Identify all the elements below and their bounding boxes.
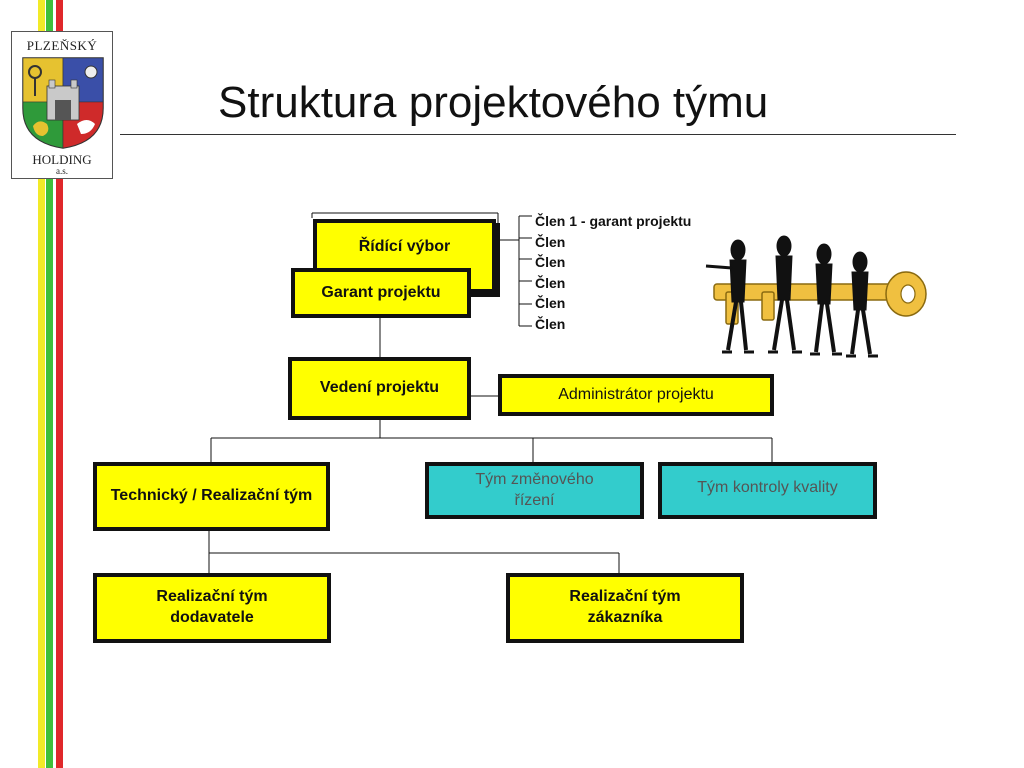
- quality-control-team-label: Tým kontroly kvality: [697, 479, 838, 496]
- change-management-team-box: Tým změnového řízení: [425, 462, 644, 519]
- technical-team-label: Technický / Realizační tým: [110, 487, 313, 505]
- stripe-green: [46, 0, 53, 768]
- member-item: Člen: [535, 295, 566, 311]
- slide-title: Struktura projektového týmu: [218, 78, 769, 127]
- member-item: Člen: [535, 315, 566, 332]
- supplier-team-label: Realizační tým dodavatele: [156, 588, 268, 626]
- stripe-red: [56, 0, 63, 768]
- logo-bottom-text: HOLDING: [32, 152, 92, 167]
- title-divider: [120, 134, 956, 135]
- logo-sub-text: a.s.: [56, 166, 68, 176]
- customer-team-box: Realizační tým zákazníka: [506, 573, 744, 643]
- member-item: Člen: [535, 254, 566, 270]
- project-administrator-label: Administrátor projektu: [558, 385, 714, 403]
- stripe-yellow: [38, 0, 45, 768]
- project-administrator-box: Administrátor projektu: [498, 374, 774, 416]
- project-management-label: Vedení projektu: [319, 379, 440, 397]
- technical-team-box: Technický / Realizační tým: [93, 462, 330, 531]
- committee-member-list: Člen 1 - garant projektu Člen Člen Člen …: [535, 211, 691, 334]
- project-management-box: Vedení projektu: [288, 357, 471, 420]
- member-item: Člen: [535, 274, 566, 291]
- project-guarantor-box: Garant projektu: [291, 268, 471, 318]
- logo-top-text: PLZEŇSKÝ: [26, 38, 98, 53]
- steering-committee-label: Řídící výbor: [358, 238, 451, 255]
- member-item: Člen 1 - garant projektu: [535, 213, 692, 229]
- project-guarantor-label: Garant projektu: [321, 283, 441, 301]
- company-logo: PLZEŇSKÝ HOLDING a.s.: [11, 31, 113, 179]
- people-carrying-key-icon: [705, 235, 927, 358]
- customer-team-label: Realizační tým zákazníka: [569, 588, 681, 626]
- change-management-team-label: Tým změnového řízení: [475, 471, 594, 509]
- member-item: Člen: [535, 233, 566, 250]
- supplier-team-box: Realizační tým dodavatele: [93, 573, 331, 643]
- coat-of-arms-icon: [22, 57, 104, 149]
- quality-control-team-box: Tým kontroly kvality: [658, 462, 877, 519]
